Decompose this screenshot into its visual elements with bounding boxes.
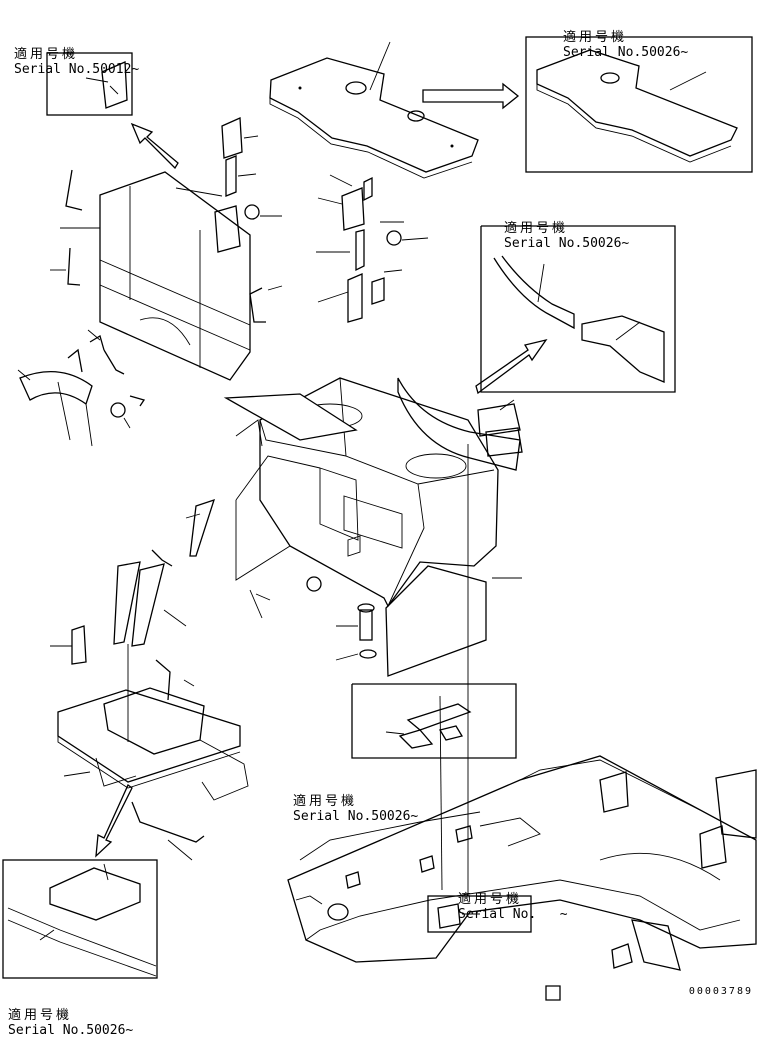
console-detail [7, 863, 157, 977]
trim-rails-left [113, 498, 271, 647]
rear-panel-frame [60, 171, 251, 381]
arrow-right-top [422, 82, 520, 110]
bracket-plate-detail [85, 61, 128, 109]
detail-box-bottom-left [2, 859, 158, 979]
lower-rear-panel [385, 444, 522, 860]
applicable-label: 適用号機 [504, 221, 569, 236]
machine-frame [287, 755, 757, 1001]
small-hardware-left [67, 329, 146, 429]
side-plate-curved-b [581, 315, 665, 383]
serial-label: Serial No. ~ [458, 907, 568, 922]
detail-box-top-left [46, 52, 133, 116]
applicable-label: 適用号機 [563, 30, 628, 45]
bracket-set-center [214, 117, 282, 253]
serial-label: Serial No.50026~ [293, 809, 419, 824]
applicable-label: 適用号機 [458, 892, 523, 907]
floor-plate-top [269, 41, 479, 179]
applicable-label: 適用号機 [14, 47, 79, 62]
exploded-parts-diagram [2, 36, 757, 1001]
serial-label: Serial No.50026~ [504, 236, 630, 251]
side-plate-curved-a [493, 255, 575, 330]
drawing-code: 00003789 [688, 986, 753, 997]
floor-plate-variant [536, 49, 738, 163]
arrow-up-left [130, 122, 179, 170]
detail-box-bottom-right [427, 895, 532, 933]
serial-label: Serial No.50012~ [14, 62, 140, 77]
serial-label: Serial No.50026~ [563, 45, 689, 60]
bracket-set-right [316, 174, 429, 323]
cab-body-main [223, 377, 499, 608]
arrow-up-right-mid [475, 338, 548, 395]
console-base [50, 625, 249, 861]
arrow-down-left [95, 783, 133, 858]
grab-handle-2 [67, 247, 81, 286]
detail-box-top-right [525, 36, 753, 173]
side-plate-loose [397, 377, 523, 471]
grab-handle-1 [65, 169, 83, 211]
serial-label: Serial No.50026~ [8, 1023, 134, 1038]
applicable-label: 適用号機 [8, 1008, 73, 1023]
fender-guard-left [17, 369, 93, 447]
grab-handle-3 [249, 287, 266, 323]
bracket-detail-bottom [437, 903, 480, 929]
bolt-washer [335, 603, 377, 661]
applicable-label: 適用号機 [293, 794, 358, 809]
mount-bracket-detail [385, 695, 472, 891]
detail-box-mid-right [480, 225, 676, 393]
detail-box-center [351, 683, 517, 759]
